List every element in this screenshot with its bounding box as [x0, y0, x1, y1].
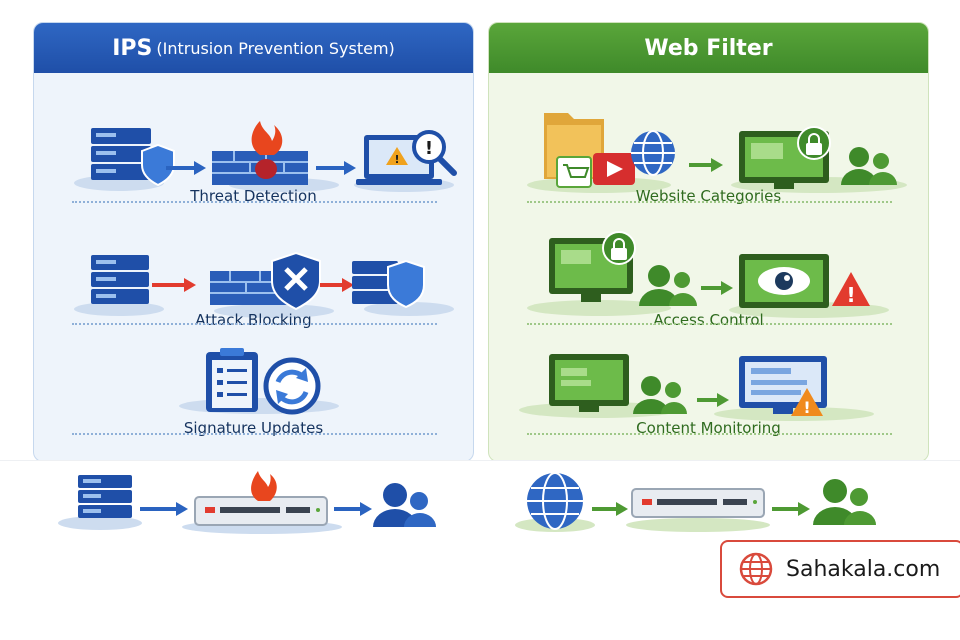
ips-title: IPS — [112, 35, 153, 61]
shield-icon — [387, 259, 425, 309]
refresh-icon — [263, 357, 321, 415]
brand-badge[interactable]: Sahakala.com — [720, 540, 960, 598]
globe-icon — [739, 552, 773, 586]
globe-icon — [527, 472, 583, 530]
globe-icon — [631, 130, 675, 176]
divider — [527, 323, 892, 325]
server-icon — [91, 255, 149, 304]
firewall-appliance-icon — [631, 488, 765, 518]
content-monitoring-label: Content Monitoring — [636, 419, 781, 437]
cart-icon — [556, 156, 592, 188]
attack-blocking-illustration — [74, 251, 454, 318]
monitor-eye-icon — [739, 254, 829, 308]
divider — [72, 433, 437, 435]
monitor-lock-icon — [549, 231, 636, 302]
monitor-lock-icon — [739, 126, 831, 189]
server-icon — [78, 475, 132, 518]
warning-icon: ! — [832, 272, 870, 307]
web-filter-title: Web Filter — [644, 35, 773, 61]
bug-icon — [255, 159, 277, 179]
svg-text:!: ! — [425, 138, 433, 159]
signature-updates-illustration — [179, 348, 339, 415]
clipboard-icon — [206, 348, 258, 412]
attack-blocking-label: Attack Blocking — [195, 311, 312, 329]
magnifier-alert-icon: ! — [412, 130, 457, 176]
users-icon — [633, 376, 687, 414]
web-filter-header: Web Filter — [489, 23, 928, 73]
ips-header: IPS (Intrusion Prevention System) — [34, 23, 473, 73]
users-icon — [813, 479, 876, 525]
divider — [527, 201, 892, 203]
web-filter-panel: Web Filter — [488, 22, 929, 462]
monitor-icon — [549, 354, 629, 412]
monitor-alert-icon: ! — [739, 356, 827, 417]
users-icon — [373, 483, 436, 527]
brand-text: Sahakala.com — [786, 556, 941, 582]
threat-detection-illustration: ! ! — [74, 121, 457, 192]
video-icon — [593, 153, 635, 185]
divider — [72, 201, 437, 203]
svg-text:!: ! — [394, 153, 399, 166]
divider — [72, 323, 437, 325]
svg-text:!: ! — [846, 283, 855, 307]
flow-illustration — [58, 471, 876, 534]
flame-icon — [251, 471, 277, 501]
divider — [527, 433, 892, 435]
access-control-illustration: ! — [527, 231, 889, 318]
server-icon — [352, 261, 398, 304]
website-categories-label: Website Categories — [635, 187, 782, 205]
shield-icon — [141, 143, 175, 187]
signature-updates-label: Signature Updates — [183, 419, 324, 437]
website-categories-illustration — [527, 113, 907, 193]
threat-detection-label: Threat Detection — [190, 187, 317, 205]
content-monitoring-illustration: ! — [519, 354, 874, 421]
firewall-appliance-icon — [194, 496, 328, 526]
flame-icon — [251, 121, 283, 155]
svg-text:!: ! — [803, 398, 810, 417]
users-icon — [841, 147, 897, 185]
server-icon — [91, 128, 151, 180]
users-icon — [639, 265, 697, 306]
ips-subtitle: (Intrusion Prevention System) — [156, 38, 395, 58]
ips-panel: IPS (Intrusion Prevention System) — [33, 22, 474, 462]
access-control-label: Access Control — [653, 311, 764, 329]
